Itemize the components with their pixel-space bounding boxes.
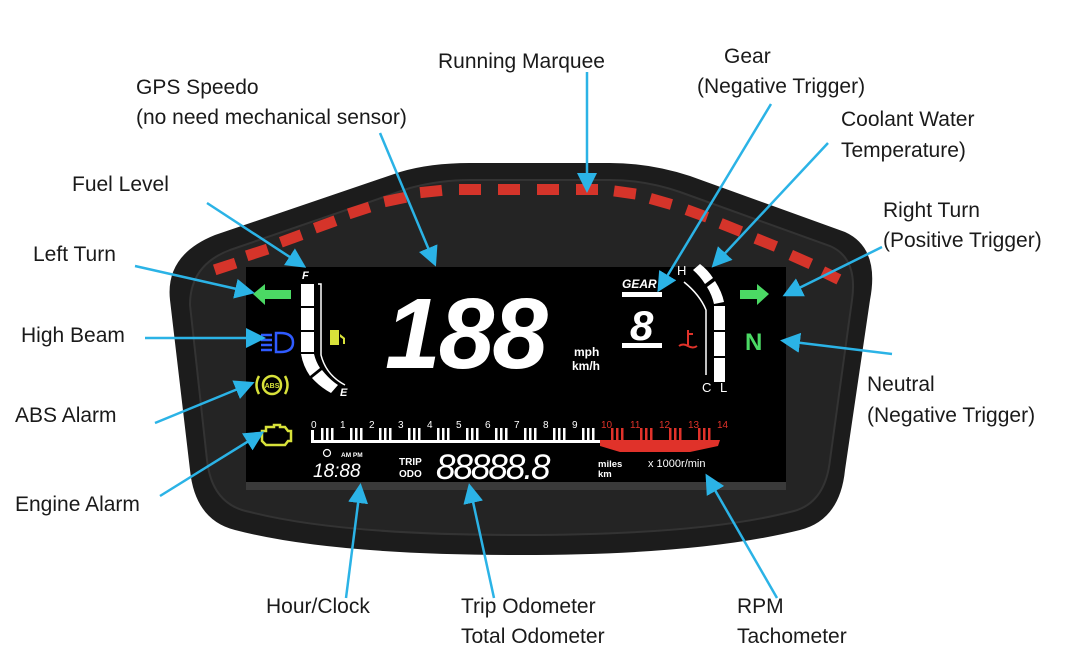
label-right-turn-sub: (Positive Trigger) (883, 229, 1042, 252)
rpm-tick-label: 6 (485, 420, 491, 431)
label-neutral: Neutral (867, 373, 935, 396)
label-right-turn: Right Turn (883, 199, 980, 222)
label-engine-alarm: Engine Alarm (15, 493, 140, 516)
rpm-tick-label: 0 (311, 420, 317, 431)
odometer-readout: 88888.8 (436, 448, 551, 487)
label-tachometer: Tachometer (737, 625, 847, 648)
rpm-tick-label: 14 (717, 420, 729, 431)
neutral-indicator: N (745, 329, 762, 356)
fuel-gauge (301, 284, 338, 393)
temp-cold-label: C (702, 380, 711, 395)
rpm-tick-label: 11 (630, 420, 641, 431)
label-trip-odometer: Trip Odometer (461, 595, 596, 618)
coolant-temp-gauge (693, 264, 725, 382)
odo-unit-km: km (598, 469, 612, 480)
speed-readout: 188 (385, 278, 548, 390)
rpm-unit: x 1000r/min (648, 458, 705, 470)
rpm-tick-label: 12 (659, 420, 671, 431)
label-left-turn: Left Turn (33, 243, 116, 266)
clock-readout: 18:88 (313, 461, 361, 482)
rpm-tick-label: 10 (601, 420, 613, 431)
label-abs-alarm: ABS Alarm (15, 404, 117, 427)
rpm-tick-label: 13 (688, 420, 700, 431)
abs-alarm-icon (255, 374, 289, 396)
right-turn-icon (740, 284, 769, 305)
label-rpm: RPM (737, 595, 784, 618)
left-turn-icon (253, 284, 291, 305)
label-running-marquee: Running Marquee (438, 50, 605, 73)
fuel-empty-label: E (340, 387, 348, 399)
coolant-temp-icon (678, 330, 698, 349)
label-hour-clock: Hour/Clock (266, 595, 370, 618)
label-fuel-level: Fuel Level (72, 173, 169, 196)
engine-alarm-icon (260, 423, 293, 447)
fuel-full-label: F (302, 270, 309, 282)
gear-indicator: 8 (630, 302, 654, 349)
rpm-tick-label: 3 (398, 420, 404, 431)
odo-label: ODO (399, 469, 422, 480)
label-coolant-sub: Temperature) (841, 139, 966, 162)
odo-unit-miles: miles (598, 459, 622, 470)
rpm-tick-label: 9 (572, 420, 578, 431)
rpm-tick-label: 5 (456, 420, 462, 431)
gear-label: GEAR (622, 277, 657, 291)
rpm-tick-label: 2 (369, 420, 375, 431)
label-coolant: Coolant Water (841, 108, 975, 131)
label-gear-sub: (Negative Trigger) (697, 75, 866, 98)
rpm-tick-label: 4 (427, 420, 433, 431)
clock-ampm: AM PM (341, 452, 363, 459)
speed-unit-kmh: km/h (572, 359, 600, 373)
rpm-tick-label: 7 (514, 420, 520, 431)
callout-arrows (134, 72, 893, 599)
label-neutral-sub: (Negative Trigger) (867, 404, 1036, 427)
rpm-tick-label: 8 (543, 420, 549, 431)
trip-label: TRIP (399, 457, 422, 468)
fuel-pump-icon (330, 330, 345, 345)
label-gps-speedo-sub: (no need mechanical sensor) (136, 106, 407, 129)
clock-icon (322, 448, 332, 458)
temp-low-label: L (720, 380, 727, 395)
temp-hot-label: H (677, 263, 686, 278)
label-gear: Gear (724, 45, 771, 68)
speed-unit-mph: mph (574, 345, 599, 359)
label-total-odometer: Total Odometer (461, 625, 605, 648)
abs-text: ABS (265, 383, 280, 390)
label-gps-speedo: GPS Speedo (136, 76, 259, 99)
label-high-beam: High Beam (21, 324, 125, 347)
rpm-tick-label: 1 (340, 420, 346, 431)
